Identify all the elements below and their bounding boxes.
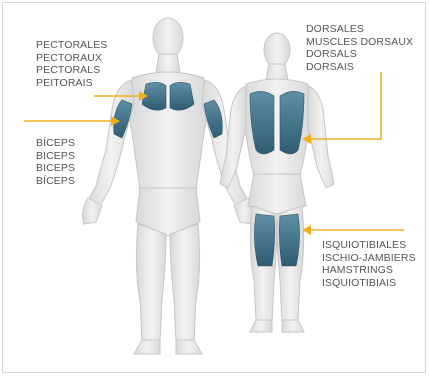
hamstring-muscle-left <box>254 214 274 266</box>
hamstrings-label-pt: ISQUIOTIBIAIS <box>322 277 416 290</box>
pectorals-label-fr: PECTORAUX <box>36 52 107 65</box>
dorsals-label-pt: DORSAIS <box>306 61 413 74</box>
biceps-label-pt: BÍCEPS <box>36 175 75 188</box>
hamstring-muscle-right <box>279 214 299 266</box>
hamstrings-label-fr: ISCHIO-JAMBIERS <box>322 252 416 265</box>
biceps-label-en: BICEPS <box>36 162 75 175</box>
pectorals-label: PECTORALES PECTORAUX PECTORALS PEITORAIS <box>36 39 107 89</box>
hamstrings-label: ISQUIOTIBIALES ISCHIO-JAMBIERS HAMSTRING… <box>322 239 416 289</box>
biceps-label: BÍCEPS BICEPS BICEPS BÍCEPS <box>36 137 75 187</box>
pectorals-label-en: PECTORALS <box>36 64 107 77</box>
hamstrings-label-en: HAMSTRINGS <box>322 264 416 277</box>
hamstrings-arrow <box>302 225 404 235</box>
biceps-label-es: BÍCEPS <box>36 137 75 150</box>
dorsals-label-fr: MUSCLES DORSAUX <box>306 36 413 49</box>
dorsals-label-es: DORSALES <box>306 23 413 36</box>
hamstrings-label-es: ISQUIOTIBIALES <box>322 239 416 252</box>
pectorals-label-es: PECTORALES <box>36 39 107 52</box>
biceps-label-fr: BICEPS <box>36 150 75 163</box>
dorsals-label-en: DORSALS <box>306 48 413 61</box>
dorsals-label: DORSALES MUSCLES DORSAUX DORSALS DORSAIS <box>306 23 413 73</box>
pectoral-muscle-right <box>170 82 194 110</box>
biceps-arrow <box>24 116 120 126</box>
pectorals-label-pt: PEITORAIS <box>36 77 107 90</box>
